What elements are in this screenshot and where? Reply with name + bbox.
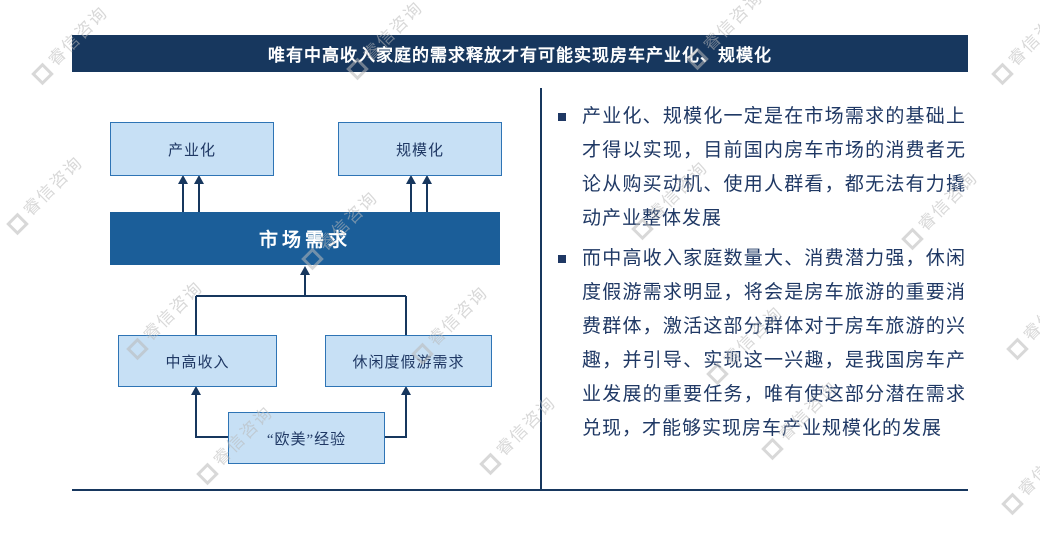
- box-scale: 规模化: [338, 122, 502, 176]
- watermark: 睿信咨询: [986, 0, 1040, 86]
- watermark: 睿信咨询: [1, 149, 88, 236]
- watermark-text: 睿信咨询: [19, 152, 87, 220]
- bullet-text: 而中高收入家庭数量大、消费潜力强，休闲度假游需求明显，将会是房车旅游的重要消费群…: [582, 248, 966, 439]
- watermark-text: 睿信咨询: [492, 392, 560, 460]
- bullet-item: 而中高收入家庭数量大、消费潜力强，休闲度假游需求明显，将会是房车旅游的重要消费群…: [556, 242, 966, 446]
- box-industrialization: 产业化: [110, 122, 274, 176]
- watermark: 睿信咨询: [474, 389, 561, 476]
- commentary-panel: 产业化、规模化一定是在市场需求的基础上才得以实现，目前国内房车市场的消费者无论从…: [556, 100, 966, 452]
- bottom-rule: [72, 489, 968, 491]
- page-title: 唯有中高收入家庭的需求释放才有可能实现房车产业化、规模化: [72, 35, 968, 72]
- box-western-experience: “欧美”经验: [228, 412, 385, 464]
- box-market-demand: 市场需求: [110, 212, 500, 265]
- bullet-item: 产业化、规模化一定是在市场需求的基础上才得以实现，目前国内房车市场的消费者无论从…: [556, 100, 966, 236]
- watermark: 睿信咨询: [996, 429, 1040, 516]
- watermark-text: 睿信咨询: [1014, 432, 1040, 500]
- watermark-logo-icon: [195, 462, 219, 485]
- watermark-text: 睿信咨询: [1004, 2, 1040, 70]
- bullet-marker-icon: [558, 255, 566, 263]
- watermark-logo-icon: [30, 62, 54, 85]
- watermark-logo-icon: [1000, 492, 1024, 515]
- watermark-logo-icon: [1005, 337, 1029, 360]
- watermark-text: 睿信咨询: [1019, 277, 1040, 345]
- watermark-logo-icon: [5, 212, 29, 235]
- panel-divider: [540, 88, 542, 490]
- watermark-logo-icon: [990, 62, 1014, 85]
- box-middle-high-income: 中高收入: [118, 335, 277, 387]
- bullet-text: 产业化、规模化一定是在市场需求的基础上才得以实现，目前国内房车市场的消费者无论从…: [582, 106, 966, 229]
- bullet-marker-icon: [558, 113, 566, 121]
- watermark-logo-icon: [478, 452, 502, 475]
- watermark: 睿信咨询: [1001, 274, 1040, 361]
- box-leisure-demand: 休闲度假游需求: [325, 335, 492, 387]
